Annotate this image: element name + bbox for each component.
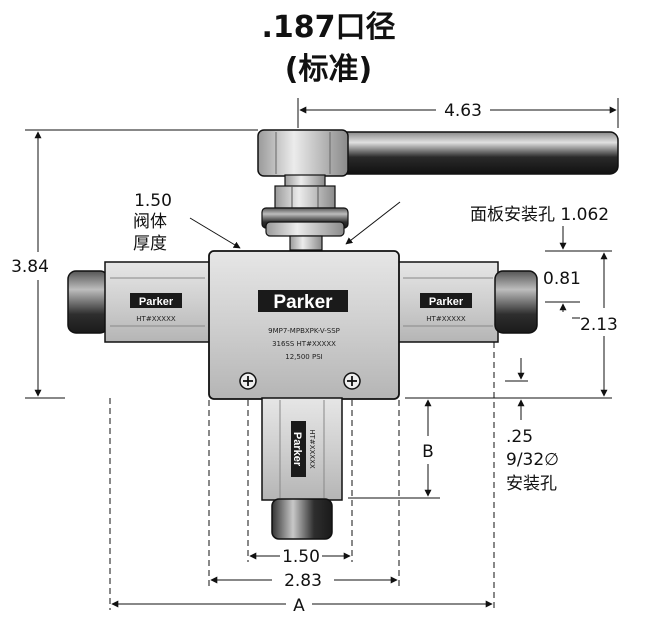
body-material-heat: 316SS HT#XXXXX: [272, 340, 336, 348]
right-fitting-brand: Parker: [429, 296, 464, 308]
dim-body-height: 2.13: [580, 315, 618, 335]
dim-mount-hole-dia: 9/32∅: [506, 450, 559, 470]
right-fitting: Parker HT#XXXXX: [397, 261, 538, 343]
dim-bottom-width: 1.50: [282, 547, 320, 567]
dim-a: A: [293, 596, 305, 616]
bottom-fitting-heat-code: HT#XXXXX: [308, 429, 316, 469]
title-line-2: (标准): [284, 52, 373, 87]
body-pressure: 12,500 PSI: [285, 353, 322, 361]
dim-handle-length: 4.63: [444, 101, 482, 121]
handle-hub: [257, 129, 349, 177]
dim-body-thickness-label-1: 阀体: [133, 212, 167, 232]
dim-port-height: 0.81: [543, 269, 581, 289]
left-fitting-heat-code: HT#XXXXX: [136, 315, 176, 323]
left-fitting: Parker HT#XXXXX: [67, 261, 211, 343]
dim-panel-hole: 面板安装孔 1.062: [470, 205, 609, 225]
handle: [329, 131, 619, 175]
dim-overall-height: 3.84: [11, 257, 49, 277]
dim-mount-offset: .25: [506, 427, 533, 447]
dim-body-width: 2.83: [284, 571, 322, 591]
bottom-fitting-brand: Parker: [291, 432, 303, 467]
title-line-1: .187口径: [261, 10, 396, 45]
valve-body: Parker 9MP7-MPBXPK-V-SSP 316SS HT#XXXXX …: [208, 250, 400, 400]
mount-screw-right: [343, 372, 361, 390]
dim-mount-hole-label: 安装孔: [506, 474, 557, 494]
dimension-lines: [25, 98, 619, 610]
bottom-fitting: Parker HT#XXXXX: [261, 397, 343, 540]
mount-screw-left: [239, 372, 257, 390]
dim-b: B: [422, 442, 434, 462]
body-brand: Parker: [273, 292, 333, 313]
left-fitting-brand: Parker: [139, 296, 174, 308]
body-part-number: 9MP7-MPBXPK-V-SSP: [268, 327, 340, 335]
right-fitting-heat-code: HT#XXXXX: [426, 315, 466, 323]
dim-body-thickness-label-2: 厚度: [133, 234, 167, 254]
stem-assembly: [261, 174, 349, 251]
dim-body-thickness-value: 1.50: [134, 191, 172, 211]
